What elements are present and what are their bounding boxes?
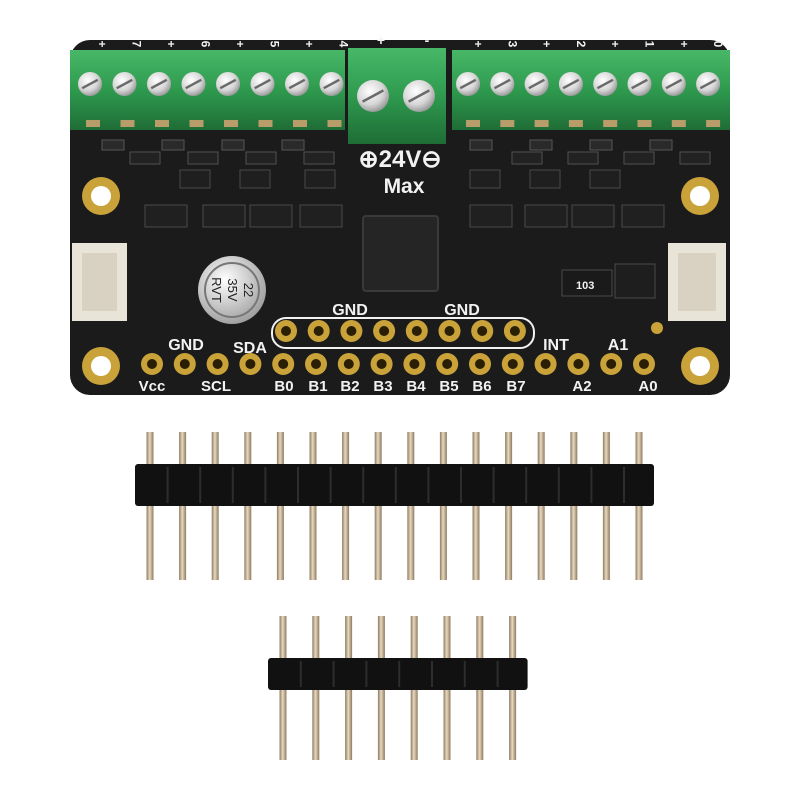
chip-right bbox=[614, 263, 656, 299]
terminal-labels-right: +3 +2 +1 +0 bbox=[471, 40, 725, 47]
pin-label: Vcc bbox=[139, 378, 166, 395]
pin-label: A0 bbox=[638, 378, 657, 395]
label-gnd-left: GND bbox=[168, 337, 204, 354]
small-chip-array bbox=[144, 169, 665, 228]
terminal-label: 2 bbox=[574, 41, 588, 48]
terminal-label: 7 bbox=[130, 41, 144, 48]
label-gnd-mid-left: GND bbox=[332, 302, 368, 319]
terminal-label: 6 bbox=[199, 41, 213, 48]
terminal-label: 5 bbox=[268, 41, 282, 48]
smd-component-row bbox=[86, 120, 721, 165]
label-gnd-mid-right: GND bbox=[444, 302, 480, 319]
pin-header-8 bbox=[268, 616, 528, 760]
pad-row-upper bbox=[275, 320, 526, 342]
capacitor-text-1: 22 bbox=[241, 283, 256, 297]
capacitor-text-3: RVT bbox=[209, 277, 224, 303]
terminal-label: + bbox=[377, 32, 385, 48]
terminal-label: 1 bbox=[643, 41, 657, 48]
terminal-label: - bbox=[425, 32, 430, 48]
pin-label: B2 bbox=[340, 378, 359, 395]
label-a1: A1 bbox=[608, 337, 629, 354]
pin-label: B5 bbox=[439, 378, 458, 395]
terminal-labels-left: +7 +6 +5 +4 bbox=[95, 40, 351, 47]
terminal-label: 3 bbox=[505, 41, 519, 48]
pin-label: B1 bbox=[308, 378, 327, 395]
pin-label: B3 bbox=[373, 378, 392, 395]
pin-label: B6 bbox=[472, 378, 491, 395]
mounting-holes bbox=[82, 177, 719, 385]
header-plastic bbox=[135, 464, 654, 506]
screw-row-middle bbox=[357, 80, 435, 112]
pin-label-row: Vcc SCL B0 B1 B2 B3 B4 B5 B6 B7 A2 A0 bbox=[139, 378, 658, 395]
mosfet-chip bbox=[621, 204, 665, 228]
terminal-label: + bbox=[233, 40, 247, 47]
mosfet-chip bbox=[249, 204, 293, 228]
mosfet-chip bbox=[202, 204, 246, 228]
terminal-label: + bbox=[677, 40, 691, 47]
terminal-label: + bbox=[164, 40, 178, 47]
pin-label: B0 bbox=[274, 378, 293, 395]
terminal-label: + bbox=[471, 40, 485, 47]
pin-label: B7 bbox=[506, 378, 525, 395]
label-int: INT bbox=[543, 337, 569, 354]
terminal-label: + bbox=[608, 40, 622, 47]
screw-row-right bbox=[456, 72, 721, 96]
resistor-code: 103 bbox=[576, 280, 594, 292]
header-plastic bbox=[268, 658, 528, 690]
mosfet-chip bbox=[299, 204, 343, 228]
terminal-labels-middle: +- bbox=[377, 32, 430, 48]
mosfet-chip bbox=[571, 204, 615, 228]
main-ic-chip bbox=[362, 215, 439, 292]
pin-label: B4 bbox=[406, 378, 426, 395]
terminal-label: + bbox=[95, 40, 109, 47]
mosfet-chip bbox=[524, 204, 568, 228]
pin-label: SCL bbox=[201, 378, 231, 395]
electrolytic-capacitor: 22 35V RVT bbox=[198, 256, 266, 324]
screw-row-left bbox=[78, 72, 344, 96]
pad-row-lower bbox=[141, 353, 655, 375]
label-sda: SDA bbox=[233, 340, 267, 357]
power-label-sub: Max bbox=[384, 175, 425, 198]
resistor-network bbox=[561, 269, 613, 297]
mosfet-chip bbox=[144, 204, 188, 228]
terminal-label: + bbox=[540, 40, 554, 47]
terminal-label: 0 bbox=[711, 41, 725, 48]
pin-label: A2 bbox=[572, 378, 591, 395]
pin-header-16 bbox=[135, 432, 654, 580]
terminal-label: 4 bbox=[337, 41, 351, 48]
capacitor-text-2: 35V bbox=[225, 278, 240, 301]
terminal-label: + bbox=[302, 40, 316, 47]
pcb-board: +7+6+5+4 +3+2+1+0 +- 103 bbox=[70, 32, 730, 395]
power-label: ⊕24V⊖ bbox=[359, 146, 442, 173]
mosfet-chip bbox=[469, 204, 513, 228]
